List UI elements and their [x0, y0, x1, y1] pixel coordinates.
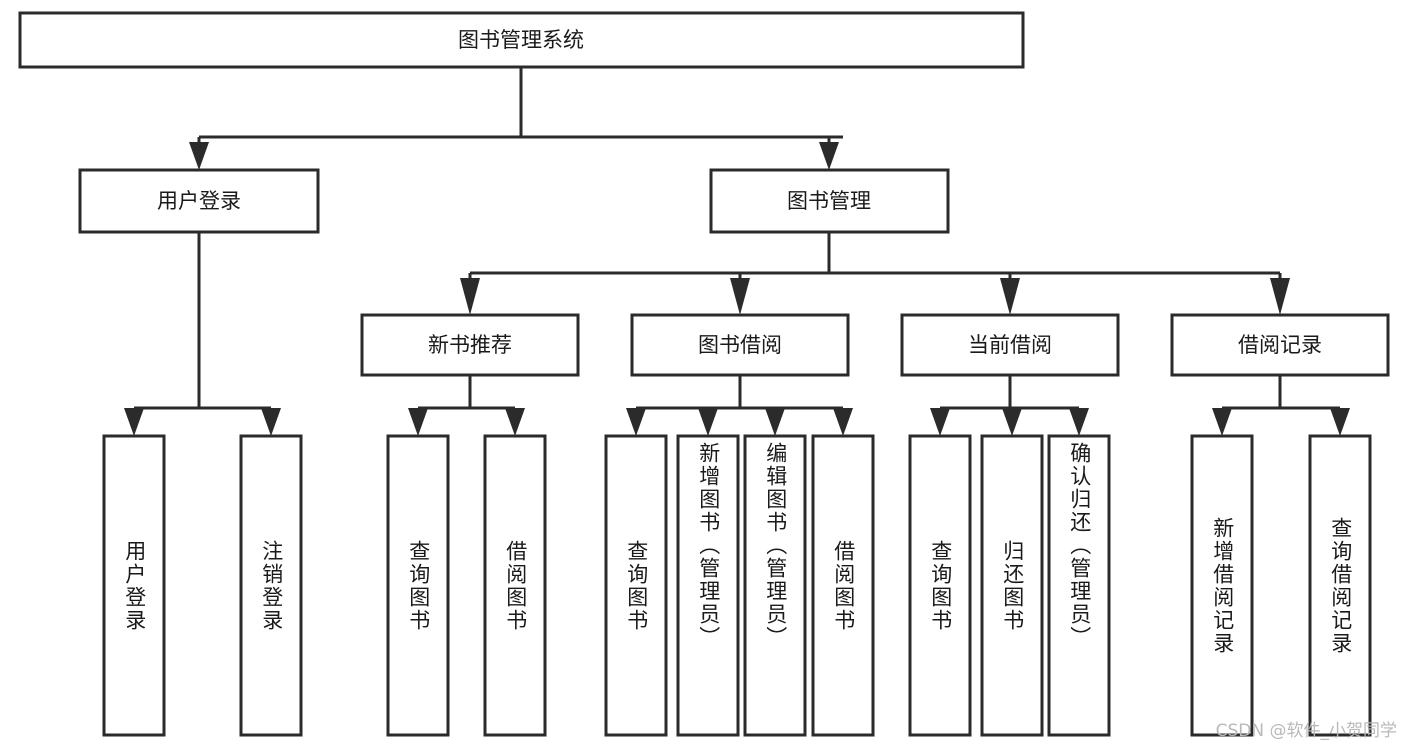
node-current-borrow[interactable]: 当前借阅 — [900, 313, 1120, 377]
node-leaf-add-book-box[interactable] — [676, 434, 740, 737]
node-leaf-edit-book-box[interactable] — [743, 434, 807, 737]
connector-borrow-record-to-leaves — [1212, 375, 1350, 436]
connector-new-book-rec-to-leaves — [408, 375, 525, 436]
arrow-head-book-borrow — [730, 278, 750, 315]
node-leaf-borrow-book-2-box[interactable] — [811, 434, 875, 737]
node-book-manage-label: 图书管理 — [787, 189, 871, 213]
arrow-head-leaf-confirm-return — [1069, 408, 1089, 436]
arrow-head-leaf-borrow-book-2 — [833, 408, 853, 436]
node-user-login[interactable]: 用户登录 — [78, 168, 320, 234]
arrow-head-leaf-query-book-1 — [408, 408, 428, 436]
arrow-head-leaf-return-book — [1002, 408, 1022, 436]
node-leaf-query-book-1-box[interactable] — [386, 434, 450, 737]
arrow-head-leaf-user-login — [124, 408, 144, 436]
node-book-borrow-label: 图书借阅 — [698, 333, 782, 357]
node-leaf-query-book-2-box[interactable] — [604, 434, 668, 737]
node-borrow-record-label: 借阅记录 — [1238, 333, 1322, 357]
node-leaf-confirm-return-box[interactable] — [1047, 434, 1111, 737]
node-leaf-user-logout-box[interactable] — [239, 434, 303, 737]
connector-book-borrow-to-leaves — [626, 375, 853, 436]
node-leaf-query-book-3-box[interactable] — [908, 434, 972, 737]
node-new-book-rec[interactable]: 新书推荐 — [360, 313, 580, 377]
node-new-book-rec-label: 新书推荐 — [428, 333, 512, 357]
node-leaf-borrow-book-1-box[interactable] — [483, 434, 547, 737]
arrow-head-new-book-rec — [460, 278, 480, 315]
node-borrow-record[interactable]: 借阅记录 — [1170, 313, 1390, 377]
arrow-head-user-login — [189, 142, 209, 170]
node-current-borrow-box[interactable] — [900, 313, 1120, 377]
arrow-head-leaf-query-book-3 — [930, 408, 950, 436]
connector-root-to-level2 — [189, 67, 843, 170]
arrow-head-leaf-query-record — [1330, 408, 1350, 436]
arrow-head-leaf-user-logout — [261, 408, 281, 436]
arrow-head-leaf-add-book — [698, 408, 718, 436]
node-borrow-record-box[interactable] — [1170, 313, 1390, 377]
node-root[interactable]: 图书管理系统 — [18, 11, 1025, 69]
node-user-login-box[interactable] — [78, 168, 320, 234]
arrow-head-leaf-add-record — [1212, 408, 1232, 436]
node-book-borrow-box[interactable] — [630, 313, 850, 377]
arrow-head-book-manage — [819, 142, 839, 170]
node-leaf-user-login-box[interactable] — [102, 434, 166, 737]
connector-user-login-to-leaves — [124, 232, 281, 436]
node-current-borrow-label: 当前借阅 — [968, 333, 1052, 357]
node-leaf-add-record-box[interactable] — [1190, 434, 1254, 737]
arrow-head-leaf-query-book-2 — [626, 408, 646, 436]
node-book-borrow[interactable]: 图书借阅 — [630, 313, 850, 377]
node-root-label: 图书管理系统 — [458, 28, 584, 52]
connector-current-borrow-to-leaves — [930, 375, 1089, 436]
connector-book-manage-to-level3 — [460, 232, 1290, 315]
arrow-head-current-borrow — [1000, 278, 1020, 315]
arrow-head-borrow-record — [1270, 278, 1290, 315]
node-root-box[interactable] — [18, 11, 1025, 69]
node-leaf-return-book-box[interactable] — [980, 434, 1044, 737]
node-new-book-rec-box[interactable] — [360, 313, 580, 377]
arrow-head-leaf-edit-book — [765, 408, 785, 436]
node-book-manage-box[interactable] — [709, 168, 950, 234]
arrow-head-leaf-borrow-book-1 — [505, 408, 525, 436]
node-leaf-query-record-box[interactable] — [1308, 434, 1372, 737]
node-book-manage[interactable]: 图书管理 — [709, 168, 950, 234]
node-user-login-label: 用户登录 — [157, 189, 241, 213]
